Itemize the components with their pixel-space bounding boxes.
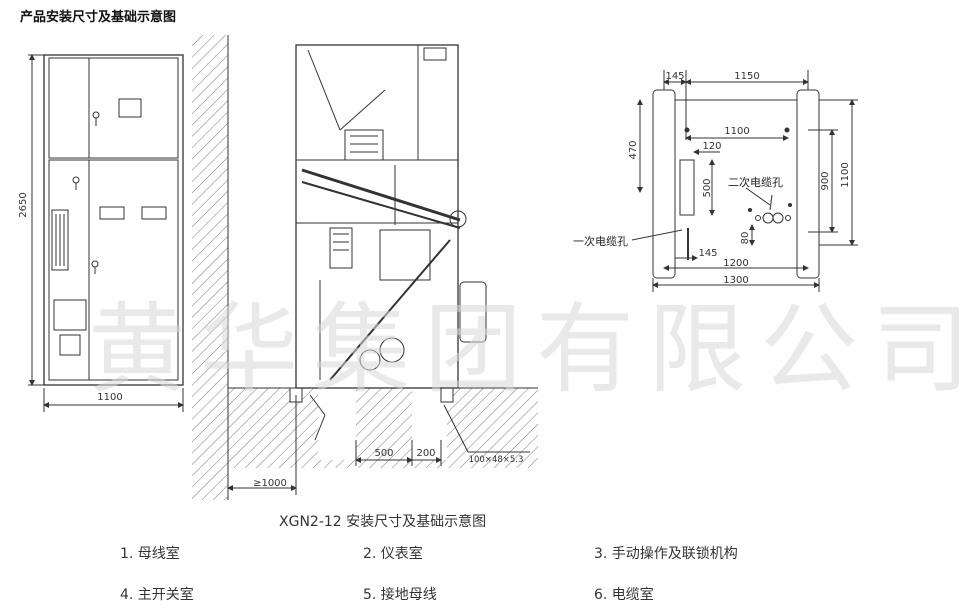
dim-120: 120 (702, 141, 721, 152)
dim-1100-vertical: 1100 (840, 162, 851, 187)
front-height-dim: 2650 (18, 192, 29, 217)
secondary-cable-hole-label: 二次电缆孔 (728, 175, 783, 189)
figure-caption: XGN2-12 安装尺寸及基础示意图 (279, 514, 487, 530)
legend-item-5: 5. 接地母线 (363, 587, 437, 603)
legend-item-2: 2. 仪表室 (363, 546, 423, 562)
channel-steel-label: 100×48×5.3 (469, 455, 524, 465)
clearance-dim: ≥1000 (253, 478, 287, 489)
page-title: 产品安装尺寸及基础示意图 (20, 10, 177, 25)
legend-item-3: 3. 手动操作及联锁机构 (594, 546, 738, 562)
span-a-dim: 500 (374, 448, 393, 459)
dim-145-bottom: 145 (698, 248, 717, 259)
dim-1200: 1200 (723, 258, 748, 269)
dim-80: 80 (740, 232, 751, 245)
legend-item-4: 4. 主开关室 (120, 587, 194, 603)
dim-1150: 1150 (734, 71, 759, 82)
span-b-dim: 200 (416, 448, 435, 459)
primary-cable-hole-label: 一次电缆孔 (573, 234, 628, 248)
foundation-plan (631, 70, 858, 292)
side-view (227, 44, 530, 495)
dim-145-top: 145 (665, 71, 684, 82)
dim-1300: 1300 (723, 275, 748, 286)
dim-900: 900 (820, 171, 831, 190)
dim-470: 470 (628, 140, 639, 159)
legend-item-1: 1. 母线室 (120, 546, 180, 562)
watermark: 黄华集团有限公司 (88, 293, 962, 407)
dim-500: 500 (702, 178, 713, 197)
dim-1100: 1100 (724, 126, 749, 137)
wall-and-foundation (192, 35, 538, 500)
front-view (28, 54, 184, 412)
legend-item-6: 6. 电缆室 (594, 587, 654, 603)
front-width-dim: 1100 (97, 392, 122, 403)
